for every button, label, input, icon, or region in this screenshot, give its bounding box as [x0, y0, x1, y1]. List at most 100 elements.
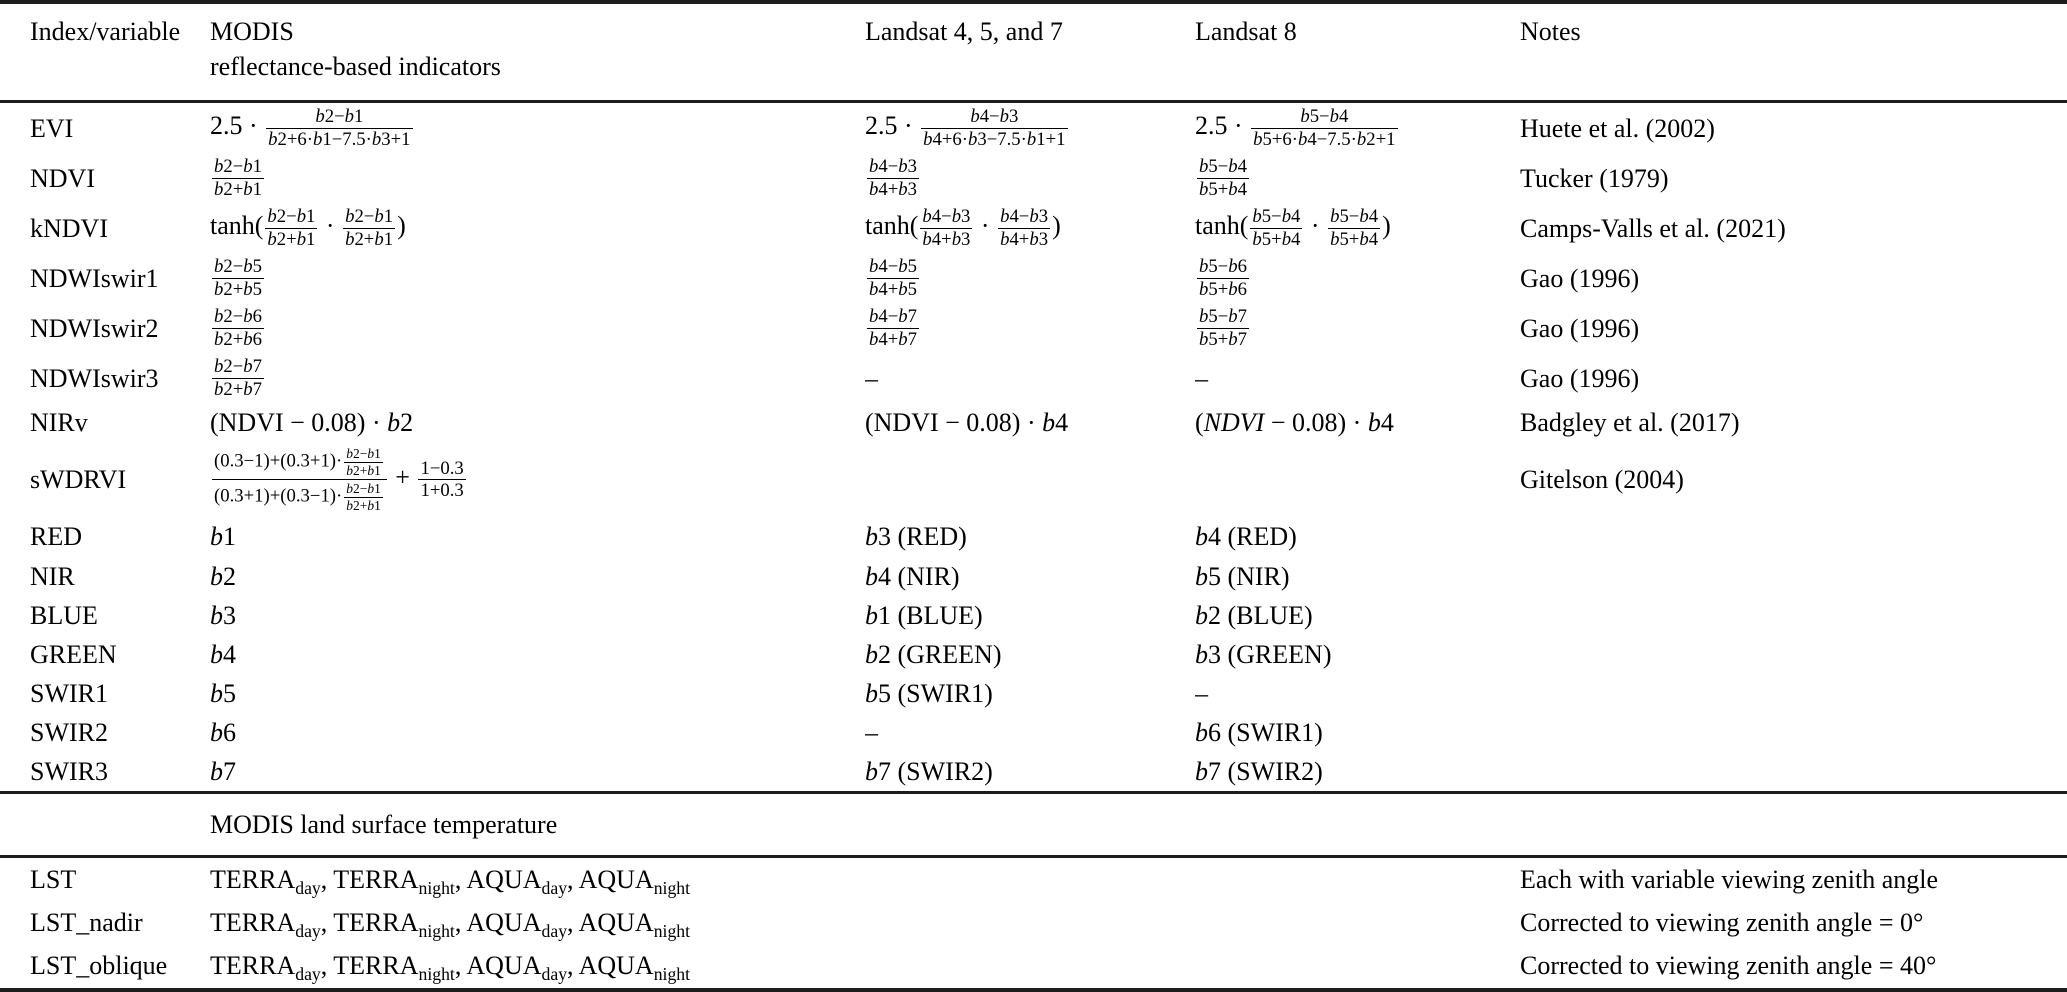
landsat457-cell: b4 (NIR) — [865, 561, 960, 591]
landsat8-cell: b5 (NIR) — [1195, 561, 1290, 591]
notes-cell: Gitelson (2004) — [1520, 465, 1684, 495]
landsat8-cell: b3 (GREEN) — [1195, 639, 1332, 669]
section-band-empty-cell — [0, 791, 210, 859]
table-row: NIR b2 b4 (NIR) b5 (NIR) — [0, 557, 2067, 596]
row-label: EVI — [30, 113, 74, 143]
landsat457-cell: – — [865, 717, 878, 747]
row-label: kNDVI — [30, 213, 108, 243]
row-label: NDWIswir2 — [30, 313, 159, 343]
notes-cell — [1520, 752, 2067, 793]
modis-cell: b3 — [210, 600, 236, 630]
section-band-row: MODIS land surface temperature — [0, 791, 2067, 859]
landsat457-cell: b1 (BLUE) — [865, 600, 983, 630]
modis-cell: TERRAday, TERRAnight, AQUAday, AQUAnight — [210, 908, 691, 942]
landsat457-cell — [865, 901, 1195, 944]
notes-cell — [1520, 557, 2067, 596]
notes-cell — [1520, 635, 2067, 674]
modis-cell: TERRAday, TERRAnight, AQUAday, AQUAnight — [210, 951, 691, 985]
landsat8-cell: – — [1195, 678, 1208, 708]
row-label: BLUE — [30, 600, 98, 630]
notes-cell: Badgley et al. (2017) — [1520, 408, 1740, 438]
row-label: LST_nadir — [30, 908, 143, 938]
row-label: NDWIswir1 — [30, 263, 159, 293]
landsat8-cell — [1195, 944, 1520, 989]
modis-cell: TERRAday, TERRAnight, AQUAday, AQUAnight — [210, 865, 691, 899]
modis-cell: (NDVI − 0.08) · b2 — [210, 408, 414, 438]
row-label: RED — [30, 522, 82, 552]
row-label: NDVI — [30, 163, 95, 193]
row-label: NDWIswir3 — [30, 363, 159, 393]
modis-cell: b7 — [210, 757, 236, 787]
col-header-modis: MODIS reflectance-based indicators — [210, 2, 865, 104]
section-band-empty-cell — [1520, 791, 2067, 859]
section-title: MODIS land surface temperature — [210, 791, 865, 859]
modis-cell: b1 — [210, 522, 236, 552]
col-header-landsat8: Landsat 8 — [1195, 2, 1520, 104]
notes-cell: Gao (1996) — [1520, 363, 1640, 393]
notes-cell — [1520, 713, 2067, 752]
notes-cell: Gao (1996) — [1520, 313, 1640, 343]
notes-cell — [1520, 674, 2067, 713]
landsat8-cell — [1195, 901, 1520, 944]
modis-cell: b5 — [210, 678, 236, 708]
notes-cell: Each with variable viewing zenith angle — [1520, 865, 1939, 895]
notes-cell: Gao (1996) — [1520, 263, 1640, 293]
table-row: LST_nadir TERRAday, TERRAnight, AQUAday, … — [0, 901, 2067, 944]
landsat457-cell: b3 (RED) — [865, 522, 967, 552]
landsat457-cell — [865, 857, 1195, 902]
section-band-empty-cell — [1195, 791, 1520, 859]
modis-cell: b2 — [210, 561, 236, 591]
landsat8-cell — [1195, 442, 1520, 517]
notes-cell: Corrected to viewing zenith angle = 40° — [1520, 951, 1937, 981]
row-label: NIR — [30, 561, 75, 591]
col-header-index-variable: Index/variable — [0, 2, 210, 104]
landsat8-cell: – — [1195, 363, 1208, 393]
modis-cell: b4 — [210, 639, 236, 669]
notes-cell: Camps-Valls et al. (2021) — [1520, 213, 1786, 243]
row-label: NIRv — [30, 408, 88, 438]
notes-cell: Tucker (1979) — [1520, 163, 1669, 193]
section-band-body: MODIS land surface temperature — [0, 791, 2067, 859]
landsat8-cell: (NDVI − 0.08) · b4 — [1195, 408, 1394, 438]
table-row: NIRv (NDVI − 0.08) · b2 (NDVI − 0.08) · b4… — [0, 403, 2067, 442]
row-label: sWDRVI — [30, 465, 127, 495]
landsat8-cell: b4 (RED) — [1195, 522, 1297, 552]
col-header-landsat457: Landsat 4, 5, and 7 — [865, 2, 1195, 104]
table-row: BLUE b3 b1 (BLUE) b2 (BLUE) — [0, 596, 2067, 635]
landsat8-cell: b2 (BLUE) — [1195, 600, 1313, 630]
landsat457-cell — [865, 442, 1195, 517]
table-header: Index/variable MODIS reflectance-based i… — [0, 2, 2067, 104]
